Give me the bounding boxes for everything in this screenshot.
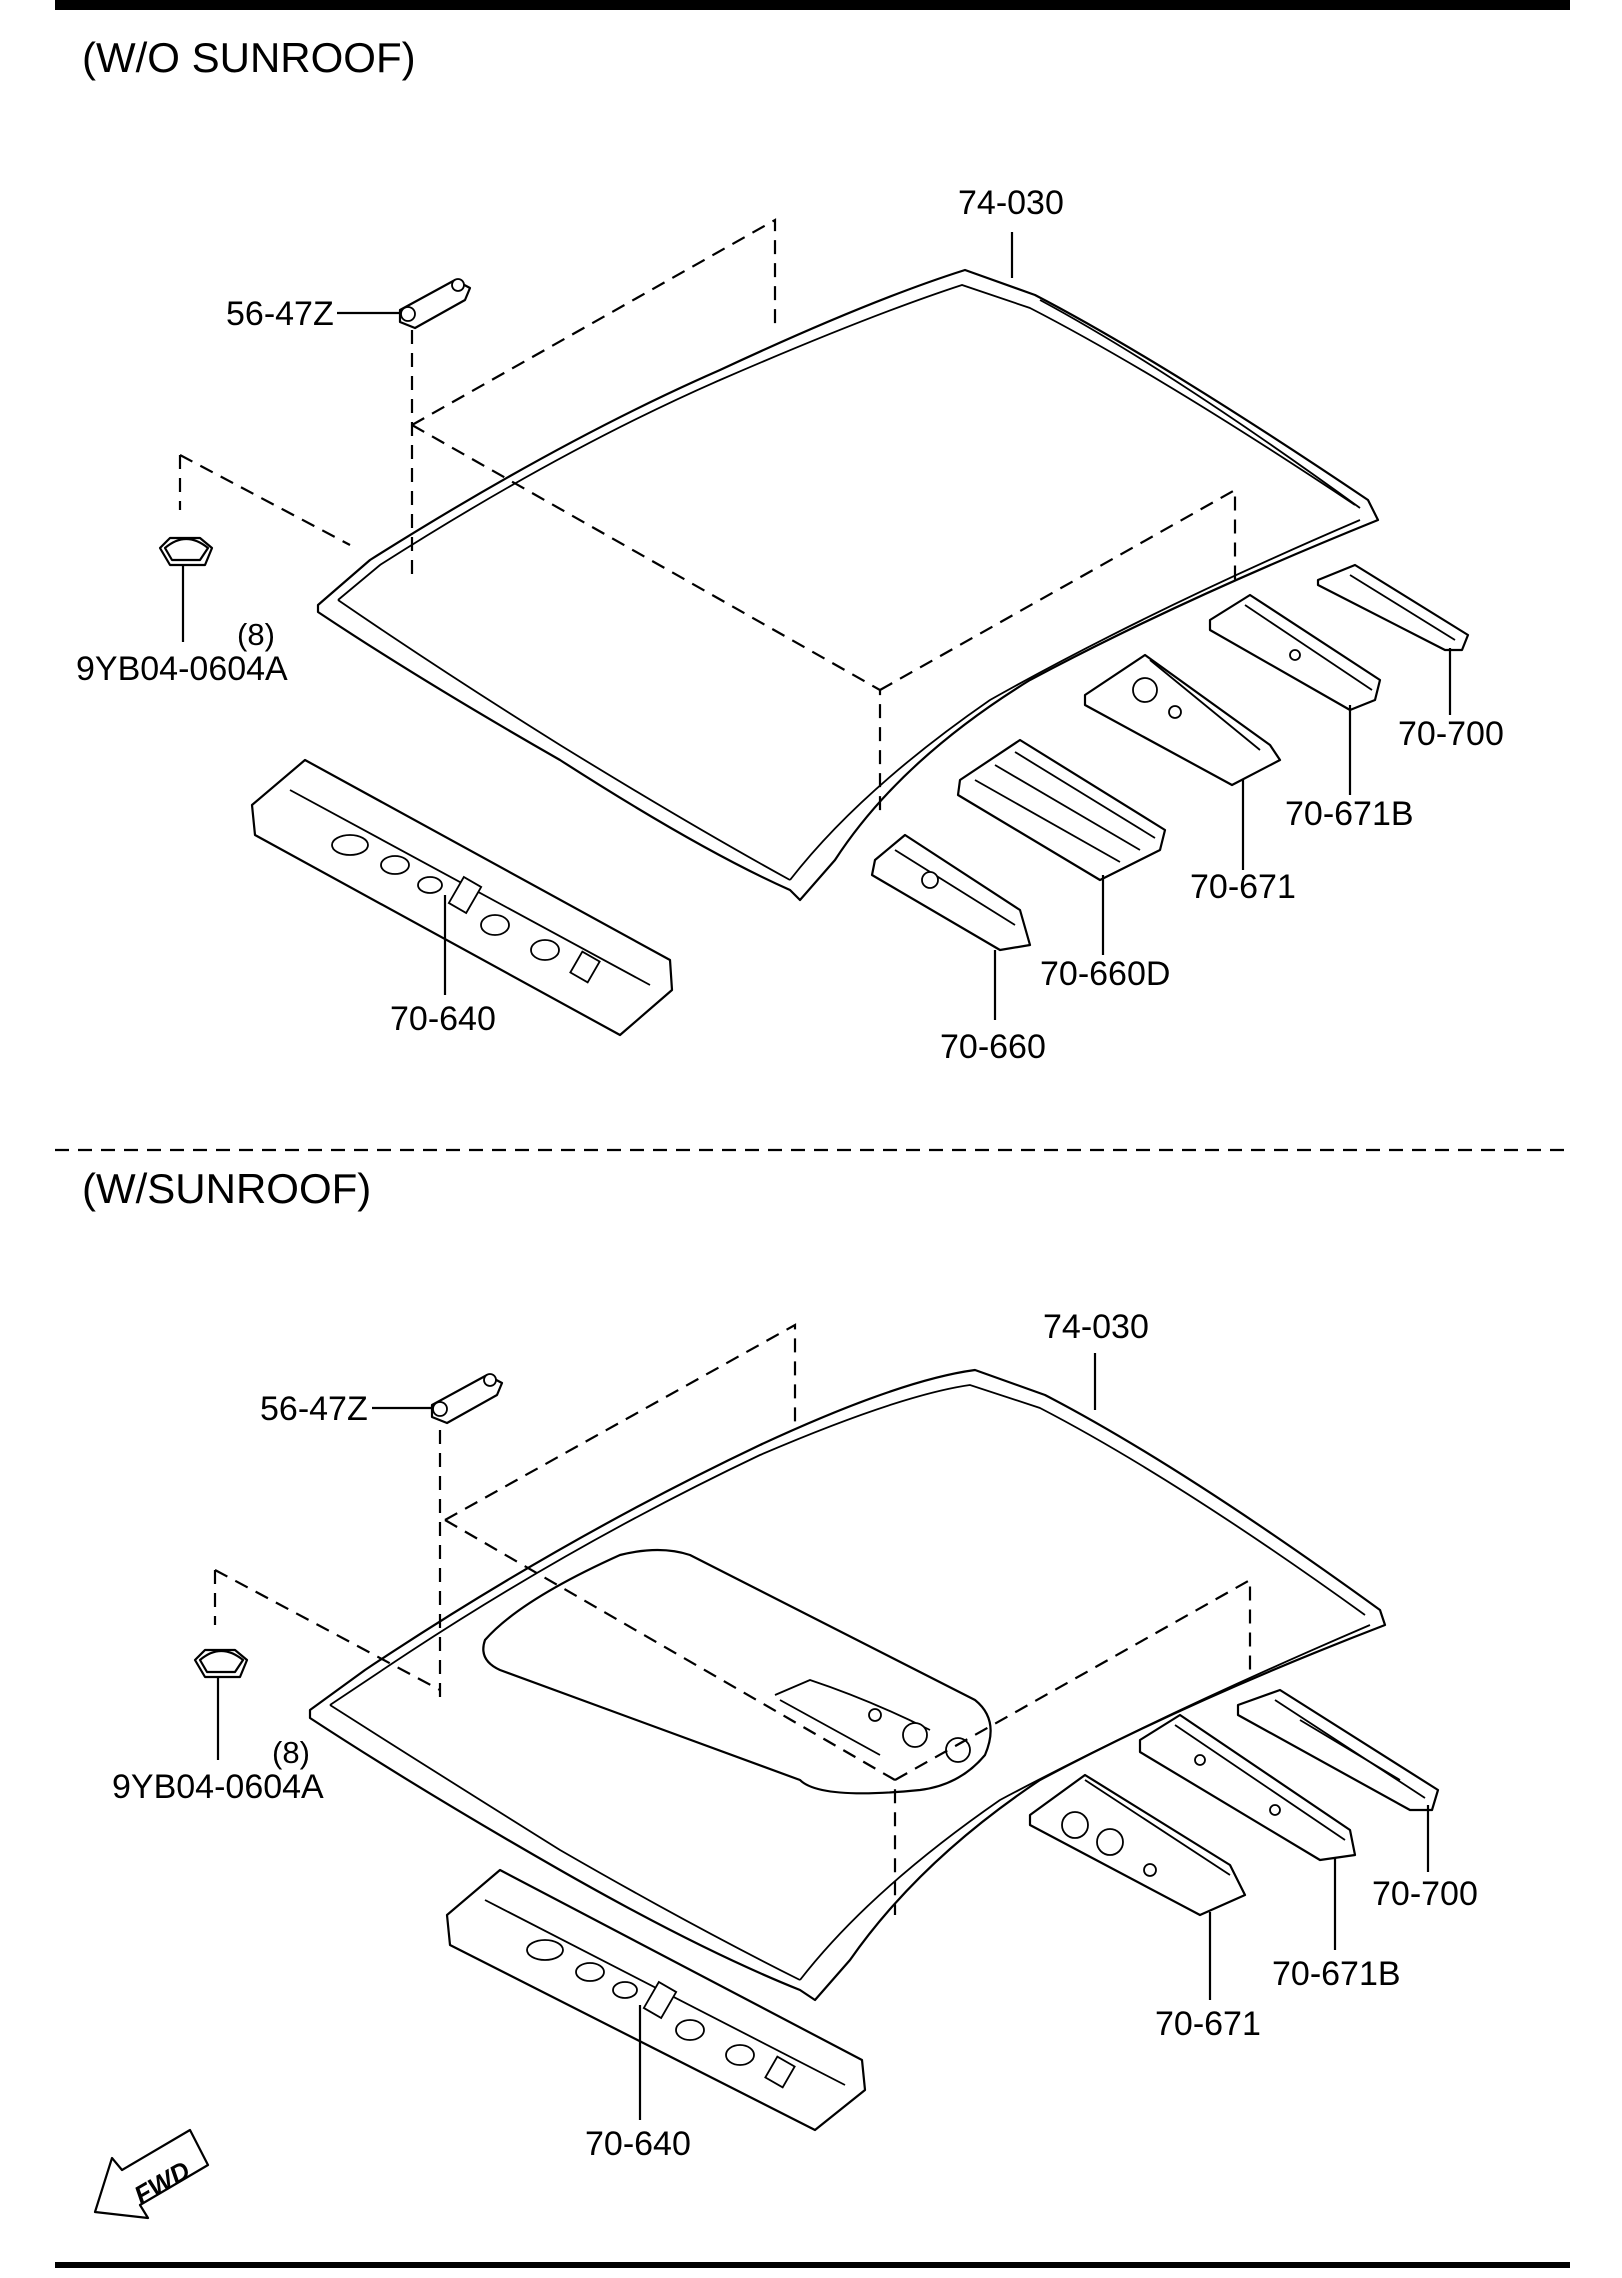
front-roof-rail[interactable] xyxy=(250,758,674,1037)
label-rail-d: 70-671B xyxy=(1285,795,1414,833)
clip-9yb04-sunroof[interactable] xyxy=(193,1648,249,1760)
fwd-arrow-icon: FWD xyxy=(93,2128,210,2220)
label-clip-qty: (8) xyxy=(237,617,275,652)
sunroof-opening[interactable] xyxy=(482,1548,992,1795)
bracket-56-47z[interactable] xyxy=(337,278,472,330)
bottom-border xyxy=(55,2262,1570,2268)
roof-bow-70-671[interactable] xyxy=(1083,653,1282,870)
bracket-56-47z-sunroof[interactable] xyxy=(372,1373,504,1425)
label-roof: 74-030 xyxy=(958,184,1064,222)
label-rear-rail: 70-700 xyxy=(1398,715,1504,753)
section-title-with-sunroof: (W/SUNROOF) xyxy=(82,1165,371,1212)
label-front-rail-sunroof: 70-640 xyxy=(585,2125,691,2163)
clip-9yb04[interactable] xyxy=(158,536,214,642)
front-roof-rail-sunroof[interactable] xyxy=(445,1868,867,2132)
roof-bow-70-671b[interactable] xyxy=(1208,593,1382,795)
label-clip: 9YB04-0604A xyxy=(76,650,288,688)
roof-bow-70-671-sunroof[interactable] xyxy=(1028,1773,1247,2000)
label-clip-qty-sunroof: (8) xyxy=(272,1735,310,1770)
label-rear-rail-sunroof: 70-700 xyxy=(1372,1875,1478,1913)
section-without-sunroof: (W/O SUNROOF) 56-47Z (8) xyxy=(76,34,1504,1066)
label-rail-c-sunroof: 70-671 xyxy=(1155,2005,1261,2043)
section-title-without-sunroof: (W/O SUNROOF) xyxy=(82,34,416,81)
label-roof-sunroof: 74-030 xyxy=(1043,1308,1149,1346)
label-rail-c: 70-671 xyxy=(1190,868,1296,906)
label-rail-d-sunroof: 70-671B xyxy=(1272,1955,1401,1993)
roof-bow-70-660d[interactable] xyxy=(956,738,1167,955)
roof-bow-70-671b-sunroof[interactable] xyxy=(1138,1713,1357,1950)
rear-roof-rail-sunroof[interactable] xyxy=(1236,1688,1440,1872)
section-with-sunroof: (W/SUNROOF) 56-47Z xyxy=(82,1165,1478,2220)
label-clip-sunroof: 9YB04-0604A xyxy=(112,1768,324,1806)
rear-roof-rail[interactable] xyxy=(1316,563,1470,715)
roof-panel[interactable] xyxy=(316,268,1380,902)
top-border xyxy=(55,0,1570,10)
roof-bow-70-660[interactable] xyxy=(870,833,1032,1020)
label-rail-b: 70-660D xyxy=(1040,955,1170,993)
label-bracket: 56-47Z xyxy=(226,295,334,333)
roof-panel-sunroof[interactable] xyxy=(308,1368,1387,2002)
label-bracket-sunroof: 56-47Z xyxy=(260,1390,368,1428)
label-front-rail: 70-640 xyxy=(390,1000,496,1038)
label-rail-a: 70-660 xyxy=(940,1028,1046,1066)
